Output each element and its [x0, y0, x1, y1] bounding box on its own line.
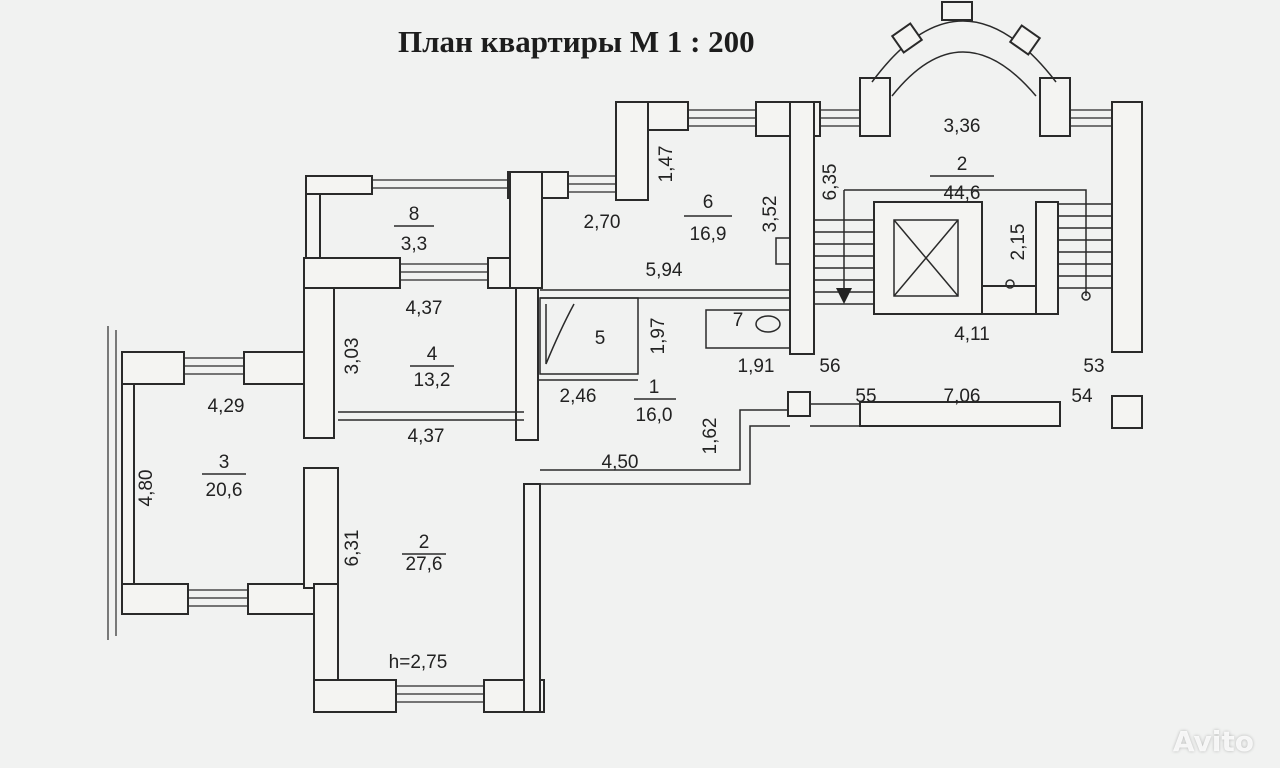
wall-bottom-long — [859, 401, 1061, 427]
dim-4-37-bottom: 4,37 — [408, 426, 445, 447]
wall-stair-right — [1111, 101, 1143, 353]
dim-56: 56 — [819, 356, 840, 377]
dim-3-03: 3,03 — [342, 338, 363, 375]
wall-room6-right — [789, 101, 815, 355]
wall-elevator-shaft — [873, 201, 983, 315]
room5-outline — [539, 297, 639, 375]
dim-4-37-top: 4,37 — [406, 298, 443, 319]
dim-5-94: 5,94 — [646, 260, 683, 281]
dim-2-70: 2,70 — [584, 212, 621, 233]
dimensions: 3,36 6,35 1,47 2,70 3,52 2,15 4,37 5,94 … — [136, 116, 1105, 566]
room-labels: 1 16,0 2 27,6 3 20,6 4 13,2 5 6 16,9 7 8… — [202, 154, 994, 673]
wall-room4-top-left — [303, 257, 401, 289]
wall-room3-top-right — [243, 351, 307, 385]
dim-4-80: 4,80 — [136, 470, 157, 507]
dim-4-11: 4,11 — [954, 324, 990, 345]
dim-53: 53 — [1083, 356, 1104, 377]
stair-treads — [814, 189, 1112, 305]
bay-arc-outer — [871, 20, 1057, 83]
wall-stair-left-column — [859, 77, 891, 137]
dim-54: 54 — [1071, 386, 1093, 407]
room1-area: 16,0 — [636, 405, 673, 426]
dim-2-46: 2,46 — [560, 386, 597, 407]
room7-number: 7 — [733, 310, 744, 331]
dim-3-52: 3,52 — [760, 196, 781, 233]
dim-6-31: 6,31 — [342, 530, 363, 567]
toilet-icon — [755, 315, 781, 333]
room5-number: 5 — [595, 328, 606, 349]
wall-stair-right-column — [1039, 77, 1071, 137]
elevator-car — [893, 219, 959, 297]
room4-area: 13,2 — [414, 370, 451, 391]
dim-1-97: 1,97 — [648, 318, 669, 355]
wall-room8-top-left — [305, 175, 373, 195]
stair-arrow-icon — [836, 288, 852, 304]
wall-room4-right — [515, 279, 539, 441]
dim-1-47: 1,47 — [656, 146, 677, 183]
wall-pillar-hall — [787, 391, 811, 417]
dim-1-91: 1,91 — [738, 356, 775, 377]
room2-number: 2 — [419, 532, 430, 553]
room8-number: 8 — [409, 204, 420, 225]
wall-room3-bottom-left — [121, 583, 189, 615]
room6-number: 6 — [703, 192, 714, 213]
plan-title: План квартиры М 1 : 200 — [398, 24, 755, 59]
room3-number: 3 — [219, 452, 230, 473]
walls — [121, 77, 1143, 713]
room3-area: 20,6 — [206, 480, 243, 501]
dim-55: 55 — [855, 386, 876, 407]
wall-room6-left — [615, 101, 649, 201]
dim-4-29: 4,29 — [208, 396, 245, 417]
wall-room2-right — [523, 483, 541, 713]
cabinet-icon — [775, 237, 791, 265]
dim-1-62: 1,62 — [700, 418, 721, 455]
room2-area: 27,6 — [406, 554, 443, 575]
dim-3-36: 3,36 — [944, 116, 981, 137]
ceiling-height: h=2,75 — [389, 652, 448, 673]
dim-2-15: 2,15 — [1008, 224, 1029, 261]
bay-blocks — [890, 1, 1042, 56]
wall-room3-top-left — [121, 351, 185, 385]
wall-room2-bottom-left — [313, 679, 397, 713]
bay-arc-inner — [891, 51, 1037, 97]
dim-7-06: 7,06 — [944, 386, 981, 407]
windows — [107, 109, 1112, 703]
room7-outline — [705, 309, 791, 349]
avito-watermark: Avito — [1172, 725, 1254, 758]
outline-lines — [338, 237, 860, 485]
room4-number: 4 — [427, 344, 438, 365]
dim-4-50: 4,50 — [602, 452, 639, 473]
wall-stair-right-bottom — [1111, 395, 1143, 429]
wall-stair-middle — [1035, 201, 1059, 315]
room1-number: 1 — [649, 377, 660, 398]
dim-6-35: 6,35 — [820, 164, 841, 201]
stairwell-area: 44,6 — [944, 183, 981, 204]
bathtub-icon — [545, 303, 575, 365]
wall-room2-left-upper — [303, 467, 339, 589]
wall-room3-outer — [121, 351, 135, 591]
stairwell-number: 2 — [957, 154, 968, 175]
wall-room8-right — [509, 171, 543, 289]
room8-area: 3,3 — [401, 234, 427, 255]
room6-area: 16,9 — [690, 224, 727, 245]
